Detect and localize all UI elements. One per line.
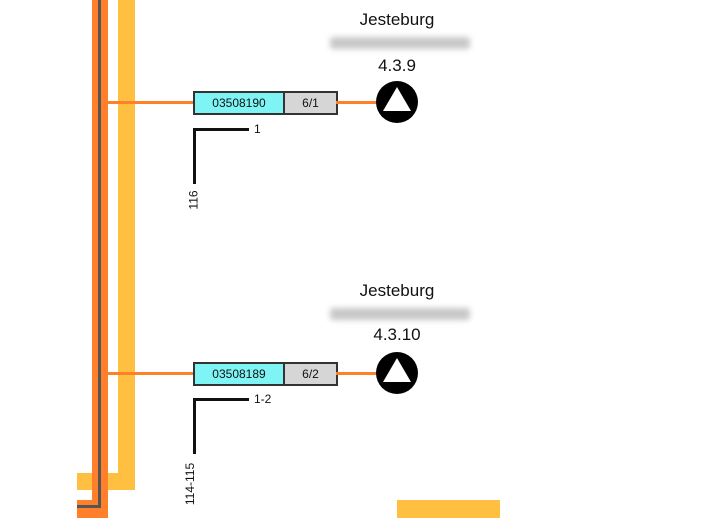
trunk-orange-horizontal	[77, 500, 108, 518]
port-label: 6/2	[285, 364, 336, 384]
fiber-line	[108, 101, 194, 104]
bracket-horizontal	[193, 128, 249, 131]
cable-box[interactable]: 03508190 6/1	[193, 91, 338, 115]
triangle-up-circle-icon[interactable]	[376, 352, 418, 394]
node-code: 4.3.9	[378, 56, 416, 75]
cable-id: 03508189	[195, 364, 285, 384]
triangle-up-circle-icon[interactable]	[376, 81, 418, 123]
blurred-address	[330, 308, 470, 320]
fiber-line	[108, 372, 194, 375]
cable-gray-horizontal	[77, 505, 101, 508]
node-code: 4.3.10	[373, 325, 421, 344]
fiber-number: 1-2	[254, 392, 272, 406]
fiber-line	[336, 101, 380, 104]
fiber-number: 1	[254, 122, 261, 136]
node-place: Jesteburg	[359, 10, 435, 29]
cable-id: 03508190	[195, 93, 285, 113]
bracket-vertical	[193, 128, 196, 184]
bracket-vertical	[193, 398, 196, 454]
node-place: Jesteburg	[359, 281, 435, 300]
cable-box[interactable]: 03508189 6/2	[193, 362, 338, 386]
bracket-horizontal	[193, 398, 249, 401]
tube-number: 116	[186, 190, 201, 210]
yellow-bar-bottom	[397, 500, 500, 518]
blurred-address	[330, 37, 470, 49]
port-label: 6/1	[285, 93, 336, 113]
fiber-line	[336, 372, 380, 375]
trunk-yellow-vertical	[118, 0, 135, 490]
cable-gray-vertical	[98, 0, 101, 508]
tube-number: 114-115	[183, 462, 198, 506]
